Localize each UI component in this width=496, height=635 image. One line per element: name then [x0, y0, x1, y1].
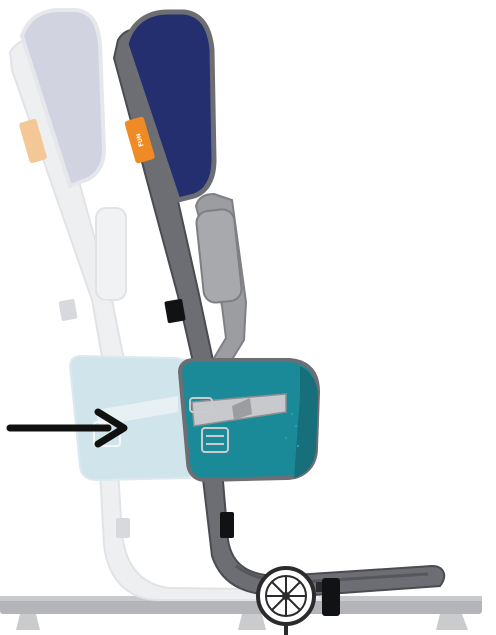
upper-clip [164, 299, 186, 324]
ghost-shoulder-strap [96, 208, 126, 300]
brake-icon [322, 578, 340, 616]
seat: ꜰᴜɴ [114, 12, 444, 596]
floor-rail [0, 596, 482, 630]
shoulder-pad [195, 208, 242, 303]
move-arrow-icon [10, 412, 124, 444]
lower-clip [220, 512, 234, 538]
wheel-icon [258, 568, 314, 635]
